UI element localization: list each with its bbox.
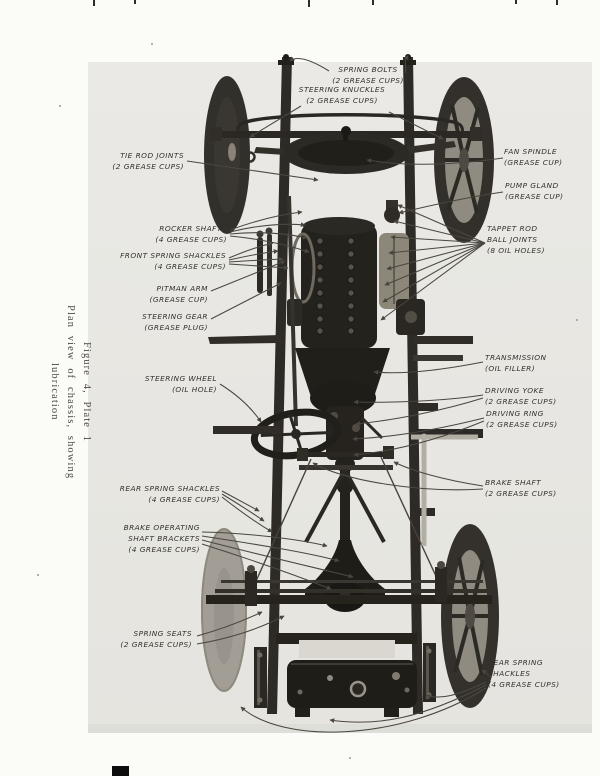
callout-line: (2 GREASE CUPS) — [485, 397, 557, 406]
callout-line: (GREASE CUP) — [504, 158, 563, 167]
chassis-photo — [201, 54, 499, 717]
callout-line: (2 GREASE CUPS) — [332, 76, 404, 85]
callout-driving-ring: DRIVING RING (2 GREASE CUPS) — [486, 408, 558, 430]
callout-line: (OIL HOLE) — [172, 385, 217, 394]
callout-line: SHACKLES — [488, 669, 531, 678]
callout-line: (GREASE CUP) — [505, 192, 564, 201]
callout-transmission: TRANSMISSION (OIL FILLER) — [485, 352, 547, 374]
callout-line: (4 GREASE CUPS) — [154, 262, 226, 271]
callout-rocker-shafts: ROCKER SHAFTS (4 GREASE CUPS) — [155, 223, 227, 245]
callout-front-spring-shackles: FRONT SPRING SHACKLES (4 GREASE CUPS) — [120, 250, 226, 272]
callout-line: (GREASE PLUG) — [144, 323, 208, 332]
callout-line: (4 GREASE CUPS) — [128, 545, 200, 554]
rear-left-wheel — [201, 528, 247, 692]
callout-line: BALL JOINTS — [487, 235, 538, 244]
brake-gear — [251, 433, 478, 591]
callout-line: DRIVING RING — [486, 409, 544, 418]
callout-line: BRAKE SHAFT — [485, 478, 542, 487]
callout-brake-operating-shaft-brackets: BRAKE OPERATING SHAFT BRACKETS (4 GREASE… — [124, 522, 200, 555]
callout-line: (OIL FILLER) — [485, 364, 536, 373]
callout-steering-wheel: STEERING WHEEL (OIL HOLE) — [145, 373, 217, 395]
callout-line: PITMAN ARM — [156, 284, 208, 293]
callout-line: FAN SPINDLE — [504, 147, 558, 156]
callout-line: BRAKE OPERATING — [123, 523, 200, 532]
callout-line: ROCKER SHAFTS — [159, 224, 227, 233]
callout-line: SHAFT BRACKETS — [128, 534, 200, 543]
callout-line: (2 GREASE CUPS) — [112, 162, 184, 171]
callout-line: (GREASE CUP) — [149, 295, 208, 304]
callout-pump-gland: PUMP GLAND (GREASE CUP) — [505, 180, 564, 202]
callout-line: SPRING BOLTS — [338, 65, 398, 74]
callout-driving-yoke: DRIVING YOKE (2 GREASE CUPS) — [485, 385, 557, 407]
callout-tie-rod-joints: TIE ROD JOINTS (2 GREASE CUPS) — [112, 150, 184, 172]
callout-spring-bolts: SPRING BOLTS (2 GREASE CUPS) — [303, 64, 433, 86]
rear-platform — [254, 633, 436, 717]
callout-line: (2 GREASE CUPS) — [306, 96, 378, 105]
callout-rear-spring-shackles-bottom: REAR SPRING SHACKLES (4 GREASE CUPS) — [488, 657, 560, 690]
callout-line: REAR SPRING — [488, 658, 544, 667]
steering-assembly — [250, 195, 342, 460]
callout-fan-spindle: FAN SPINDLE (GREASE CUP) — [504, 146, 563, 168]
callout-line: SPRING SEATS — [133, 629, 192, 638]
figure-caption: Figure 4, Plate 1 Plan view of chassis, … — [49, 292, 94, 492]
scan-marks — [37, 0, 578, 776]
callout-spring-seats: SPRING SEATS (2 GREASE CUPS) — [120, 628, 192, 650]
callout-steering-gear: STEERING GEAR (GREASE PLUG) — [142, 311, 208, 333]
front-left-wheel — [204, 76, 250, 234]
callout-leader-lines — [186, 55, 504, 733]
callout-tappet-rod-ball-joints: TAPPET ROD BALL JOINTS (8 OIL HOLES) — [487, 223, 545, 256]
figure-caption-subtitle: Plan view of chassis, showing lubricatio… — [49, 304, 76, 480]
callout-line: TRANSMISSION — [485, 353, 547, 362]
callout-line: (4 GREASE CUPS) — [155, 235, 227, 244]
callout-brake-shaft: BRAKE SHAFT (2 GREASE CUPS) — [485, 477, 557, 499]
callout-line: (8 OIL HOLES) — [487, 246, 545, 255]
callout-line: FRONT SPRING SHACKLES — [120, 251, 226, 260]
callout-line: PUMP GLAND — [505, 181, 559, 190]
callout-line: (4 GREASE CUPS) — [488, 680, 560, 689]
callout-pitman-arm: PITMAN ARM (GREASE CUP) — [150, 283, 209, 305]
callout-line: REAR SPRING SHACKLES — [119, 484, 220, 493]
callout-line: (2 GREASE CUPS) — [486, 420, 558, 429]
callout-rear-spring-shackles-left: REAR SPRING SHACKLES (4 GREASE CUPS) — [120, 483, 220, 505]
callout-line: TAPPET ROD — [487, 224, 538, 233]
callout-line: (4 GREASE CUPS) — [148, 495, 220, 504]
callout-line: (2 GREASE CUPS) — [120, 640, 192, 649]
callout-line: (2 GREASE CUPS) — [485, 489, 557, 498]
callout-line: TIE ROD JOINTS — [120, 151, 184, 160]
callout-line: STEERING GEAR — [142, 312, 208, 321]
callout-line: DRIVING YOKE — [485, 386, 544, 395]
callout-line: STEERING WHEEL — [144, 374, 217, 383]
rear-axle — [206, 561, 492, 606]
callout-line: STEERING KNUCKLES — [298, 85, 386, 94]
figure-caption-title: Figure 4, Plate 1 — [81, 341, 92, 443]
callout-steering-knuckles: STEERING KNUCKLES (2 GREASE CUPS) — [272, 84, 412, 106]
